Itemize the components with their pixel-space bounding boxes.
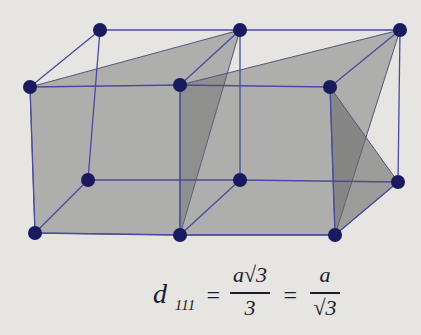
edge [180, 30, 240, 85]
atom [328, 228, 342, 242]
atom [233, 173, 247, 187]
fraction-denominator: 3 [245, 297, 256, 319]
edge [30, 30, 100, 87]
shaded-planes [30, 30, 400, 235]
distance-symbol: d [153, 280, 167, 308]
fraction-denominator: √3 [313, 297, 336, 319]
edge [239, 30, 240, 180]
equals-sign: = [282, 283, 298, 307]
atom [233, 23, 247, 37]
front-face [30, 85, 335, 235]
edge [35, 180, 88, 233]
atom [173, 78, 187, 92]
cell-edges [30, 30, 400, 235]
back-face [88, 30, 400, 182]
edge [330, 30, 400, 87]
edge [335, 182, 398, 235]
atoms [23, 23, 407, 242]
atom [23, 80, 37, 94]
edge [179, 85, 180, 235]
atom [391, 175, 405, 189]
atom [81, 173, 95, 187]
equals-sign: = [205, 283, 221, 307]
atom [93, 23, 107, 37]
fraction-bar [230, 292, 270, 294]
edge [180, 180, 240, 235]
plane-111 [180, 30, 400, 235]
atom [28, 226, 42, 240]
miller-index: 111 [175, 298, 195, 313]
atom [173, 228, 187, 242]
atom [393, 23, 407, 37]
fraction-numerator: a [320, 264, 331, 286]
atom [323, 80, 337, 94]
fraction-numerator: a√3 [233, 264, 267, 286]
fraction-bar [310, 292, 340, 294]
plane-111 [330, 87, 398, 235]
